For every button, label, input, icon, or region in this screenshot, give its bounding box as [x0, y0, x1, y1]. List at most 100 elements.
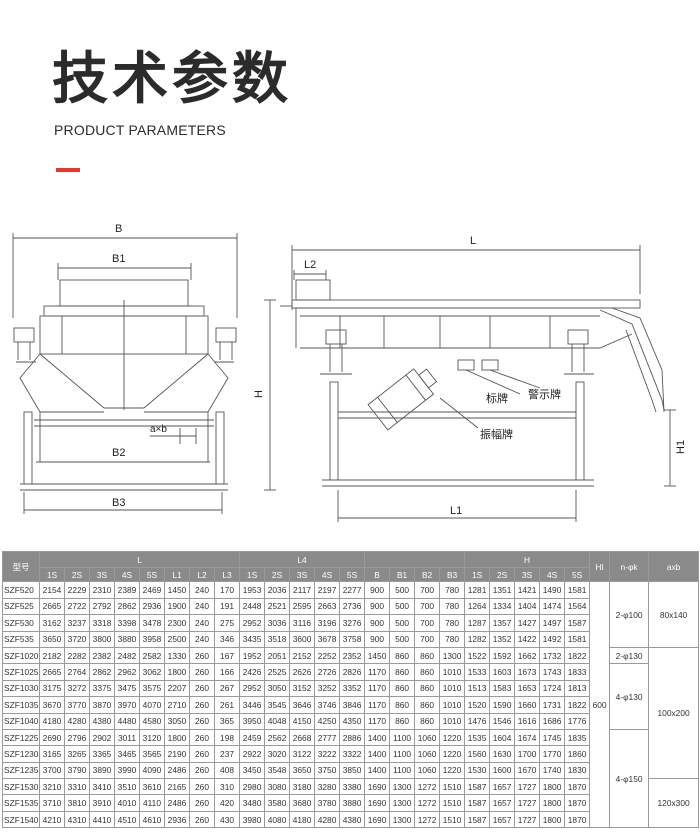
table-cell: 420	[213, 794, 241, 812]
model-cell: SZF1235	[2, 761, 40, 780]
header-h-3s: 3S	[514, 567, 541, 583]
table-cell: 260	[189, 679, 215, 698]
table-cell: 2962	[114, 663, 140, 681]
table-cell: 1400	[364, 745, 391, 763]
table-cell: 1100	[389, 761, 416, 780]
table-cell: 275	[213, 614, 241, 632]
table-cell: 1822	[564, 696, 591, 714]
table-cell: 4010	[114, 794, 140, 812]
table-cell: 1870	[564, 810, 591, 829]
table-cell: 1272	[414, 794, 441, 812]
table-cell: 1520	[464, 696, 491, 714]
table-cell: 3880	[114, 630, 140, 648]
table-cell: 780	[439, 614, 466, 632]
table-cell: 3011	[114, 728, 140, 747]
accent-bar	[56, 168, 80, 172]
table-cell: 1300	[389, 810, 416, 829]
table-cell: 4280	[314, 810, 341, 829]
table-cell: 1564	[564, 597, 591, 616]
table-cell: 4310	[64, 810, 90, 829]
table-cell: 1800	[164, 663, 190, 681]
table-cell: 860	[389, 663, 416, 681]
table-cell: 3318	[89, 614, 115, 632]
table-cell: 860	[414, 663, 441, 681]
table-cell: 2690	[39, 728, 65, 747]
table-cell: 1740	[539, 761, 566, 780]
table-cell: 1700	[514, 745, 541, 763]
table-cell: 3280	[314, 778, 341, 796]
table-cell: 1745	[539, 728, 566, 747]
hi-cell: 600	[589, 581, 611, 829]
table-cell: 4210	[39, 810, 65, 829]
table-cell: 1835	[564, 728, 591, 747]
table-cell: 365	[213, 712, 241, 730]
table-cell: 260	[189, 761, 215, 780]
table-cell: 3116	[289, 614, 316, 632]
table-cell: 1583	[489, 679, 516, 698]
table-cell: 408	[213, 761, 241, 780]
table-cell: 260	[189, 745, 215, 763]
table-cell: 3850	[339, 761, 366, 780]
table-cell: 2792	[89, 597, 115, 616]
table-cell: 2726	[314, 663, 341, 681]
table-cell: 1690	[364, 794, 391, 812]
model-cell: SZF1530	[2, 778, 40, 796]
table-cell: 1170	[364, 712, 391, 730]
table-cell: 1724	[539, 679, 566, 698]
table-cell: 2051	[264, 646, 291, 665]
model-cell: SZF1535	[2, 794, 40, 812]
table-cell: 260	[189, 810, 215, 829]
table-cell: 2459	[239, 728, 266, 747]
table-cell: 3475	[114, 679, 140, 698]
header-h-1s: 1S	[464, 567, 491, 583]
nphik-cell: 2-φ100	[609, 581, 650, 648]
amplitude-plate-text: 振幅牌	[480, 427, 513, 441]
table-cell: 3180	[289, 778, 316, 796]
page-subtitle: PRODUCT PARAMETERS	[54, 122, 226, 138]
table-cell: 1952	[239, 646, 266, 665]
table-cell: 1474	[539, 597, 566, 616]
table-cell: 3670	[39, 696, 65, 714]
axb-cell: 80x140	[648, 581, 700, 648]
table-cell: 2862	[89, 663, 115, 681]
table-cell: 1657	[489, 810, 516, 829]
table-cell: 1220	[439, 761, 466, 780]
table-cell: 1510	[439, 794, 466, 812]
table-cell: 2207	[164, 679, 190, 698]
header-group-l4: L4	[239, 550, 366, 569]
table-cell: 2764	[64, 663, 90, 681]
header-b2: B2	[414, 567, 441, 583]
table-cell: 2190	[164, 745, 190, 763]
model-cell: SZF1020	[2, 646, 40, 665]
table-cell: 860	[389, 696, 416, 714]
table-cell: 3990	[114, 761, 140, 780]
table-cell: 3746	[314, 696, 341, 714]
table-cell: 1300	[389, 794, 416, 812]
header-l-2s: 2S	[64, 567, 90, 583]
table-cell: 3222	[314, 745, 341, 763]
table-cell: 2500	[164, 630, 190, 648]
table-cell: 4080	[264, 810, 291, 829]
header-l4-5s: 5S	[339, 567, 366, 583]
table-cell: 1300	[439, 646, 466, 665]
table-cell: 1010	[439, 663, 466, 681]
model-cell: SZF1225	[2, 728, 40, 747]
table-cell: 3036	[264, 614, 291, 632]
table-cell: 1953	[239, 581, 266, 599]
table-cell: 500	[389, 630, 416, 648]
table-cell: 3450	[239, 761, 266, 780]
table-cell: 1653	[514, 679, 541, 698]
table-cell: 1546	[489, 712, 516, 730]
table-cell: 1686	[539, 712, 566, 730]
table-cell: 3650	[289, 761, 316, 780]
table-cell: 2736	[339, 597, 366, 616]
table-cell: 240	[189, 581, 215, 599]
table-cell: 4610	[139, 810, 165, 829]
table-cell: 1272	[414, 778, 441, 796]
table-cell: 4250	[314, 712, 341, 730]
